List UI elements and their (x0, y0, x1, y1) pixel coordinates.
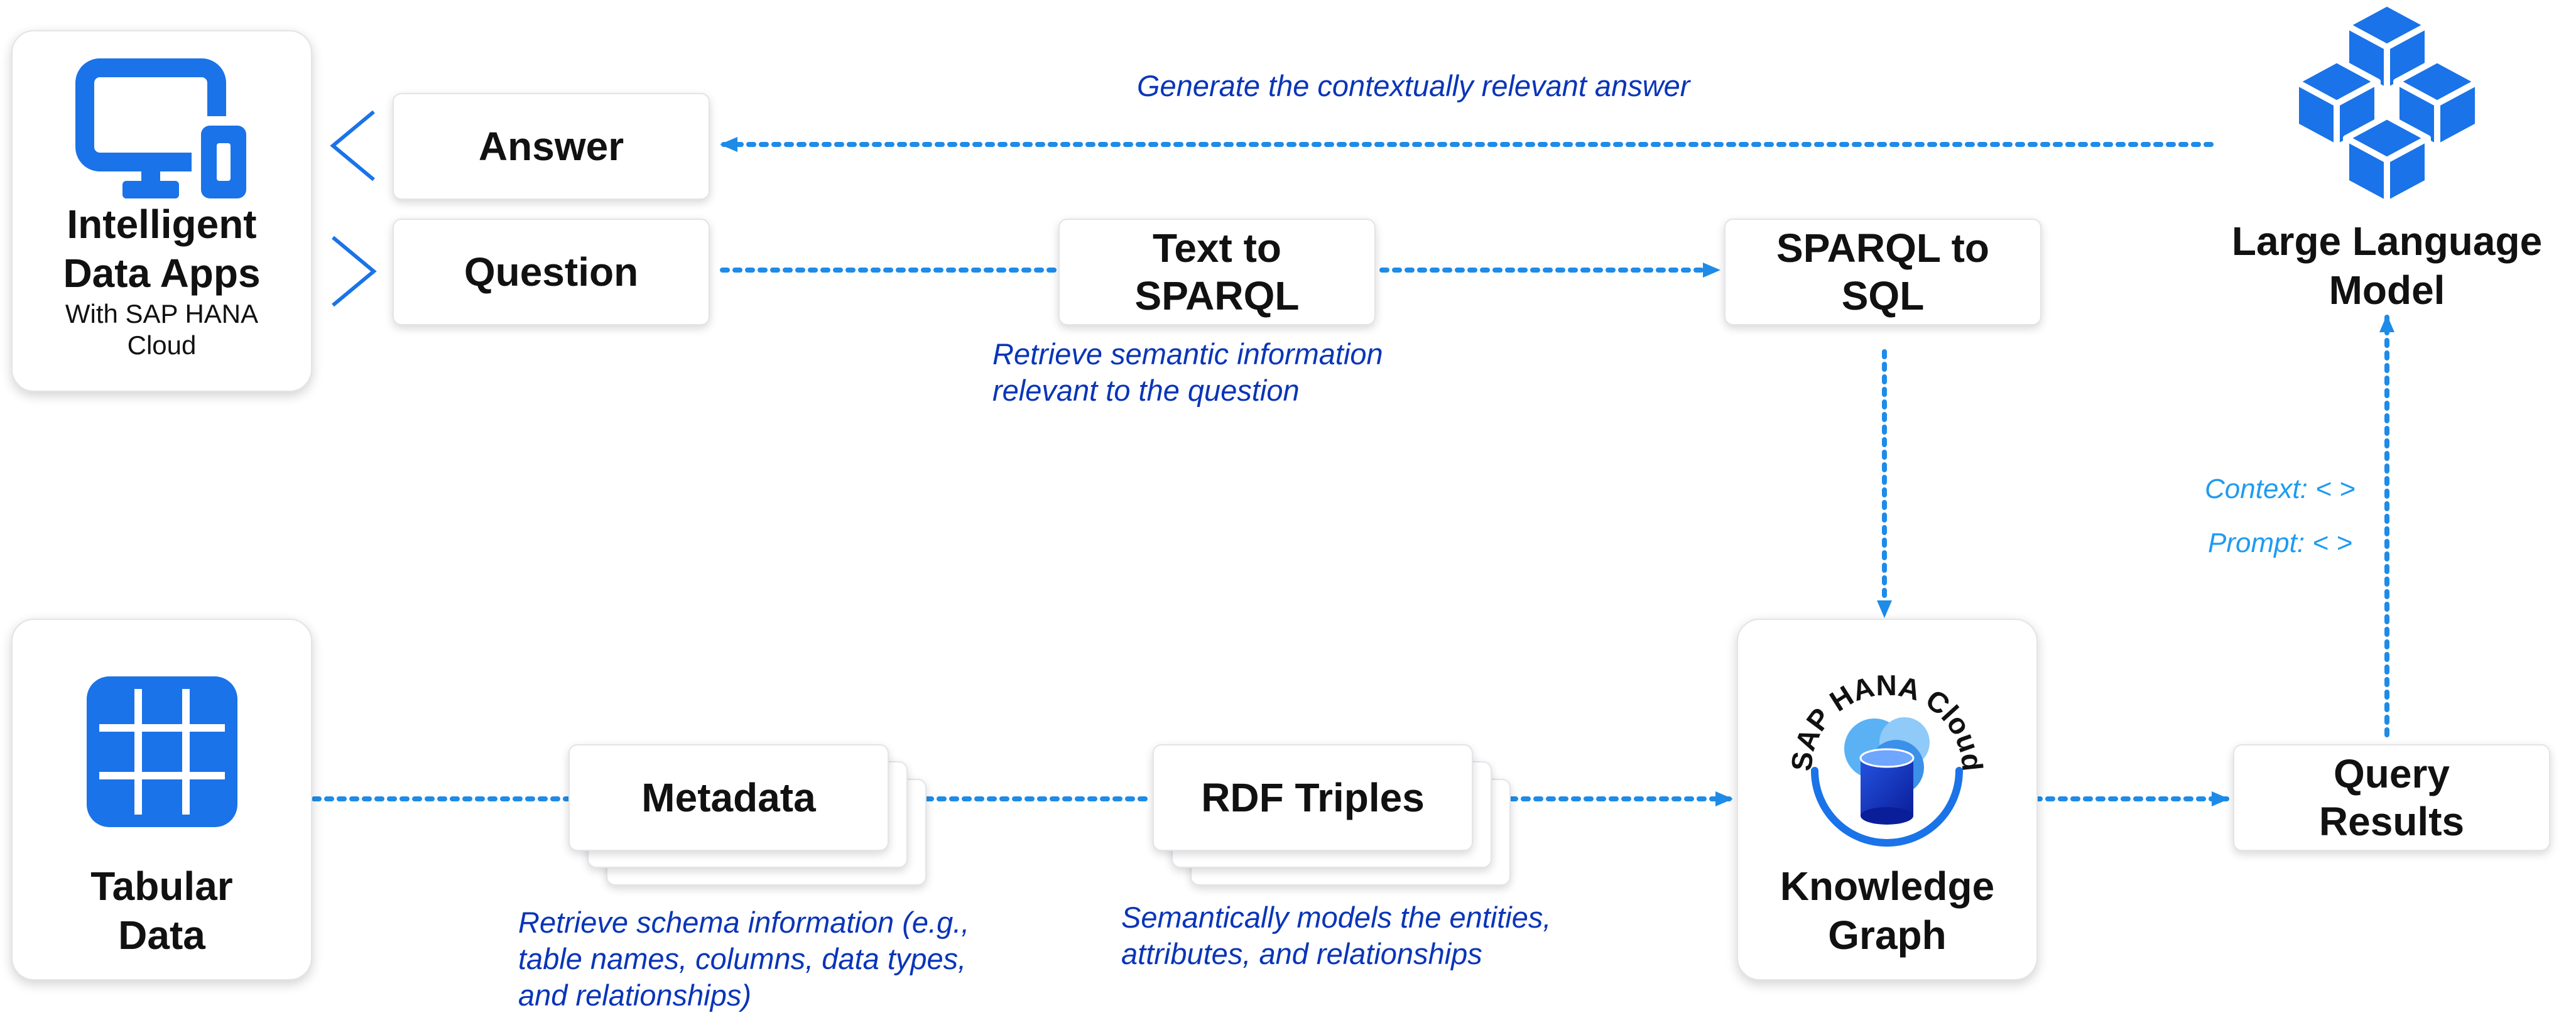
intelligent-data-apps-title: Intelligent Data Apps (63, 202, 261, 296)
table-grid-icon (87, 676, 237, 827)
note-prompt: Prompt: < > (2208, 528, 2352, 558)
chevron-left-icon (330, 110, 375, 182)
text-to-sparql-line1: Text to (1152, 225, 1282, 271)
text-to-sparql-box: Text to SPARQL (1058, 219, 1376, 325)
knowledge-graph-card: SAP HANA Cloud Knowledge Graph (1737, 619, 2038, 980)
note-retrieve-schema: Retrieve schema information (e.g., table… (518, 906, 970, 1012)
answer-box: Answer (393, 93, 710, 200)
query-results-line2: Results (2318, 799, 2465, 844)
tabular-data-label: Tabular Data (90, 864, 233, 958)
rdf-triples-box: RDF Triples (1153, 744, 1473, 851)
devices-icon (75, 58, 254, 201)
knowledge-graph-label: Knowledge Graph (1780, 864, 1995, 958)
intelligent-data-apps-subtitle: With SAP HANA Cloud (65, 299, 259, 360)
question-box: Question (393, 219, 710, 325)
hana-cloud-database-icon: SAP HANA Cloud (1785, 669, 1989, 847)
rdf-triples-label: RDF Triples (1201, 775, 1425, 820)
chevron-right-icon (332, 236, 377, 307)
question-label: Question (464, 249, 639, 295)
sparql-to-sql-line1: SPARQL to (1776, 225, 1989, 271)
cube-cluster-icon (2293, 0, 2481, 207)
query-results-box: Query Results (2233, 744, 2550, 851)
answer-label: Answer (478, 124, 624, 169)
sparql-to-sql-line2: SQL (1841, 273, 1925, 318)
note-generate-answer: Generate the contextually relevant answe… (1137, 69, 1690, 102)
note-context: Context: < > (2205, 474, 2356, 504)
intelligent-data-apps-card: Intelligent Data Apps With SAP HANA Clou… (11, 30, 312, 392)
tabular-data-card: Tabular Data (11, 619, 312, 980)
text-to-sparql-line2: SPARQL (1134, 273, 1300, 318)
note-retrieve-semantic: Retrieve semantic information relevant t… (992, 337, 1383, 407)
sparql-to-sql-box: SPARQL to SQL (1724, 219, 2041, 325)
note-semantic-models: Semantically models the entities, attrib… (1121, 901, 1552, 970)
metadata-box: Metadata (568, 744, 889, 851)
llm-label: Large Language Model (2231, 219, 2543, 313)
query-results-line1: Query (2334, 751, 2450, 796)
metadata-label: Metadata (641, 775, 816, 820)
